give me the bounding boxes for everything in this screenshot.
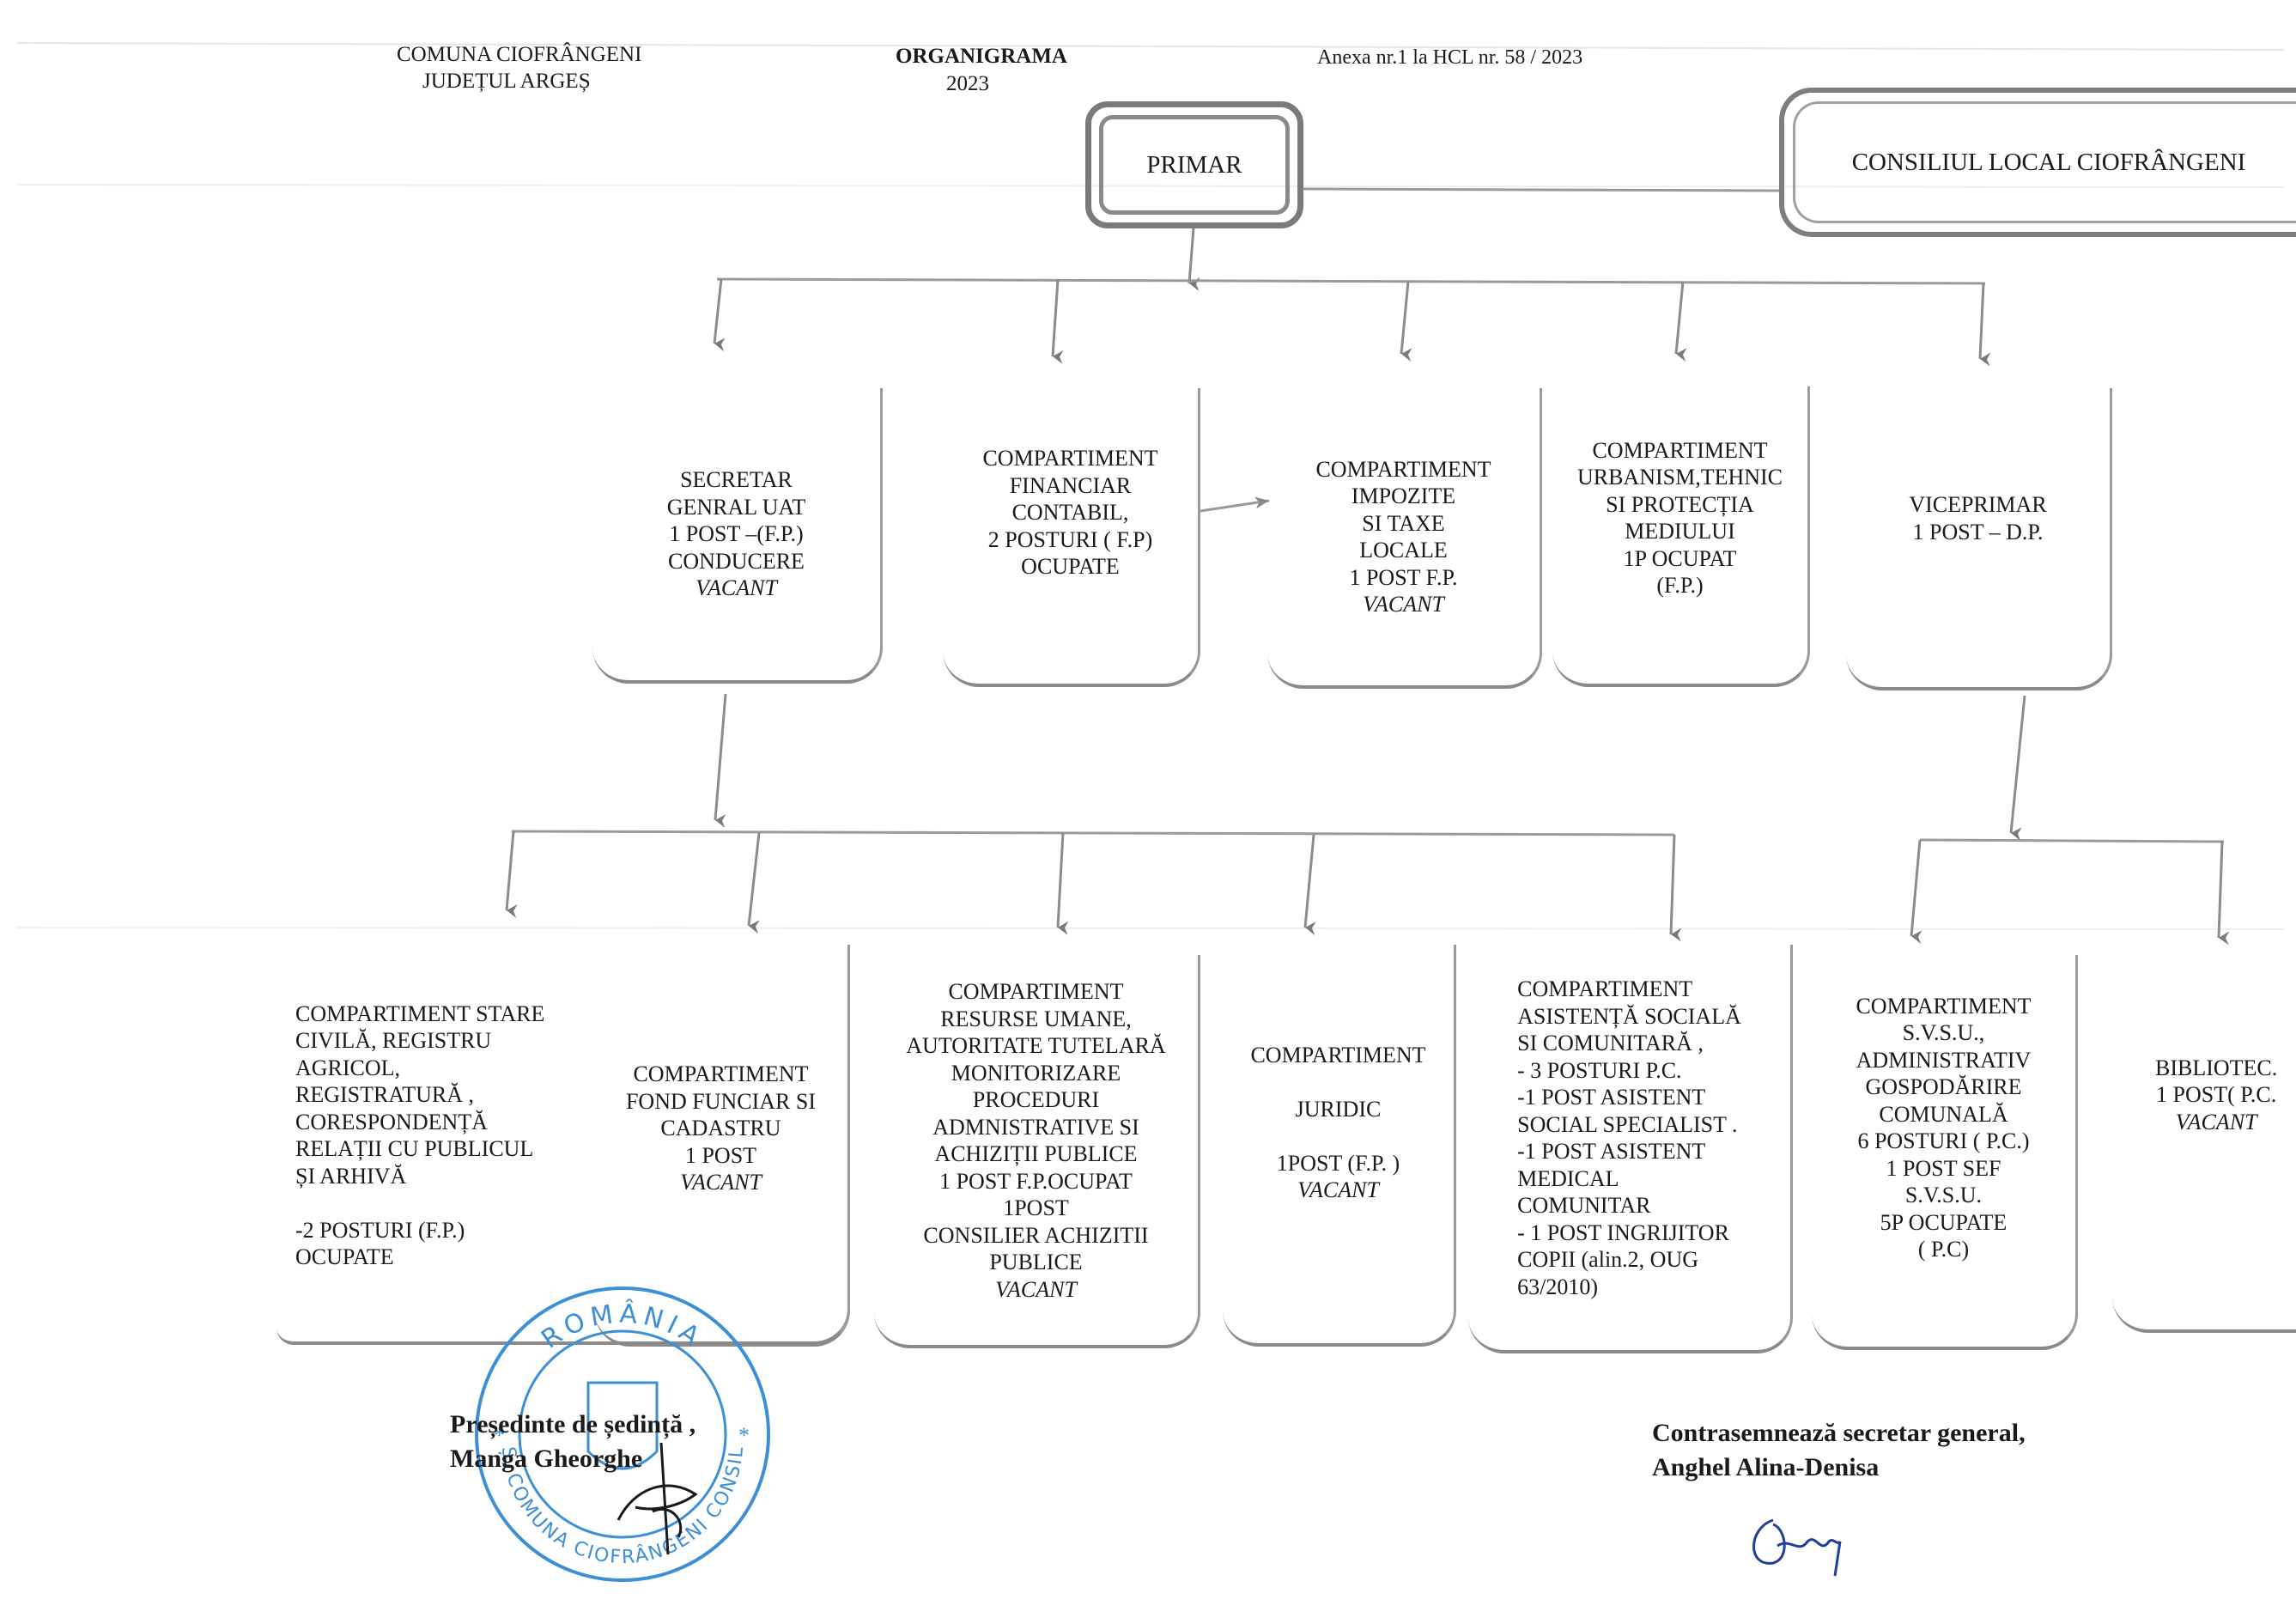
stare-civila-box: COMPARTIMENT STARE CIVILĂ, REGISTRU AGRI… [276, 945, 850, 1345]
biblioteca-status: VACANT [2175, 1109, 2257, 1134]
header-commune: COMUNA CIOFRÂNGENI [397, 43, 642, 66]
header-year: 2023 [946, 72, 989, 95]
primar-box: PRIMAR [1085, 101, 1303, 228]
viceprimar-drop [2009, 695, 2026, 842]
asistenta-sociala-box: COMPARTIMENT ASISTENȚĂ SOCIALĂ SI COMUNI… [1468, 945, 1793, 1353]
secretar-drop [714, 693, 727, 828]
viceprimar-box: VICEPRIMAR 1 POST – D.P. [1846, 388, 2112, 690]
primar-label: PRIMAR [1146, 150, 1242, 179]
secretary-name: Anghel Alina-Denisa [1652, 1453, 1880, 1481]
secretar-general-status: VACANT [695, 575, 777, 601]
financiar-impozite-link [1200, 496, 1270, 513]
president-signature [617, 1442, 698, 1555]
header-annex: Anexa nr.1 la HCL nr. 58 / 2023 [1317, 46, 1583, 69]
svsu-text: COMPARTIMENT S.V.S.U., ADMINISTRATIV GOS… [1856, 993, 2032, 1262]
president-title: Președinte de ședință , [450, 1410, 696, 1438]
impozite-taxe-status: VACANT [1363, 592, 1444, 617]
viceprimar-text: VICEPRIMAR 1 POST – D.P. [1909, 492, 2047, 544]
resurse-umane-text: COMPARTIMENT RESURSE UMANE, AUTORITATE T… [906, 979, 1166, 1274]
financiar-contabil-box: COMPARTIMENT FINANCIAR CONTABIL, 2 POSTU… [943, 388, 1200, 687]
biblioteca-box: BIBLIOTEC. 1 POST( P.C. VACANT [2112, 955, 2296, 1333]
svg-text:*: * [494, 1423, 505, 1448]
svg-text:*: * [738, 1423, 750, 1448]
secretar-general-text: SECRETAR GENRAL UAT 1 POST –(F.P.) CONDU… [666, 467, 806, 574]
official-stamp: ROMÂNIA JUD. ARGEȘ, COMUNA CIOFRÂNGENI C… [468, 1280, 770, 1582]
asistenta-sociala-text: COMPARTIMENT ASISTENȚĂ SOCIALĂ SI COMUNI… [1517, 976, 1741, 1299]
header-county: JUDEȚUL ARGEȘ [422, 70, 591, 93]
primar-drop [1187, 228, 1200, 291]
juridic-status: VACANT [1297, 1177, 1379, 1202]
consiliu-local-box: CONSILIUL LOCAL CIOFRÂNGENI [1779, 88, 2296, 237]
fond-funciar-box: COMPARTIMENT FOND FUNCIAR SI CADASTRU 1 … [594, 955, 850, 1347]
header-title: ORGANIGRAMA [896, 45, 1067, 68]
urbanism-text: COMPARTIMENT URBANISM,TEHNIC SI PROTECȚI… [1576, 437, 1783, 599]
level2-bus-right [1919, 838, 2225, 843]
urbanism-box: COMPARTIMENT URBANISM,TEHNIC SI PROTECȚI… [1552, 386, 1810, 687]
primar-consiliu-link [1303, 187, 1780, 192]
fond-funciar-text: COMPARTIMENT FOND FUNCIAR SI CADASTRU 1 … [625, 1061, 817, 1168]
president-name: Manga Gheorghe [450, 1445, 643, 1473]
consiliu-label: CONSILIUL LOCAL CIOFRÂNGENI [1851, 148, 2246, 176]
level1-bus [716, 277, 1986, 285]
impozite-taxe-text: COMPARTIMENT IMPOZITE SI TAXE LOCALE 1 P… [1315, 456, 1491, 590]
biblioteca-text: BIBLIOTEC. 1 POST( P.C. [2155, 1055, 2278, 1108]
level2-bus-left [511, 830, 1675, 836]
impozite-taxe-box: COMPARTIMENT IMPOZITE SI TAXE LOCALE 1 P… [1267, 388, 1542, 689]
juridic-box: COMPARTIMENT JURIDIC 1POST (F.P. )VACANT [1223, 945, 1456, 1347]
secretary-signature [1752, 1518, 1842, 1577]
secretar-general-box: SECRETAR GENRAL UAT 1 POST –(F.P.) CONDU… [592, 388, 883, 684]
svg-text:ROMÂNIA: ROMÂNIA [536, 1298, 708, 1354]
secretary-title: Contrasemnează secretar general, [1652, 1419, 2026, 1447]
fond-funciar-status: VACANT [680, 1170, 762, 1195]
stare-civila-text: COMPARTIMENT STARE CIVILĂ, REGISTRU AGRI… [295, 1001, 545, 1270]
resurse-umane-box: COMPARTIMENT RESURSE UMANE, AUTORITATE T… [874, 955, 1200, 1348]
juridic-text: COMPARTIMENT JURIDIC 1POST (F.P. ) [1250, 1042, 1426, 1176]
financiar-contabil-text: COMPARTIMENT FINANCIAR CONTABIL, 2 POSTU… [982, 446, 1158, 580]
stamp-top-text: ROMÂNIA [536, 1298, 703, 1354]
svsu-box: COMPARTIMENT S.V.S.U., ADMINISTRATIV GOS… [1812, 955, 2078, 1350]
resurse-umane-status: VACANT [995, 1276, 1077, 1302]
